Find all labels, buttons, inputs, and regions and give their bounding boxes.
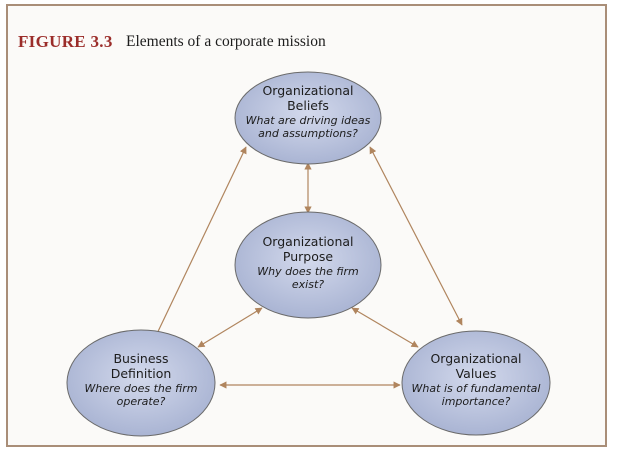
beliefs-node: Organizational Beliefs What are driving … — [238, 83, 378, 140]
purpose-question-line2: exist? — [291, 277, 325, 291]
figure-title: Elements of a corporate mission — [126, 33, 326, 50]
purpose-question-line1: Why does the firm — [257, 264, 359, 278]
values-question-line1: What is of fundamental — [411, 381, 541, 395]
beliefs-title-line2: Beliefs — [287, 98, 329, 114]
values-question-line2: importance? — [441, 394, 511, 408]
beliefs-ellipse — [234, 71, 382, 165]
arrow-beliefs-business — [152, 146, 247, 343]
business-question-line1: Where does the firm — [84, 381, 198, 395]
business-question-line2: operate? — [116, 394, 166, 408]
purpose-title-line1: Organizational — [262, 234, 354, 249]
arrow-purpose-values — [351, 307, 419, 348]
beliefs-question-line2: and assumptions? — [258, 126, 358, 140]
purpose-node: Organizational Purpose Why does the firm… — [238, 234, 378, 291]
values-title-line2: Values — [455, 366, 497, 382]
purpose-ellipse — [234, 211, 382, 319]
beliefs-title-line1: Organizational — [262, 83, 354, 98]
values-ellipse — [401, 330, 551, 436]
business-ellipse — [66, 329, 216, 437]
arrow-purpose-business — [197, 307, 263, 348]
purpose-title-line2: Purpose — [282, 249, 334, 265]
figure-label: FIGURE 3.3 — [18, 32, 113, 51]
business-title-line1: Business — [113, 351, 169, 366]
values-node: Organizational Values What is of fundame… — [404, 351, 548, 408]
business-node: Business Definition Where does the firm … — [70, 351, 212, 408]
business-title-line2: Definition — [110, 366, 172, 382]
values-title-line1: Organizational — [430, 351, 522, 366]
beliefs-question-line1: What are driving ideas — [245, 113, 371, 127]
arrow-beliefs-values — [369, 146, 463, 326]
